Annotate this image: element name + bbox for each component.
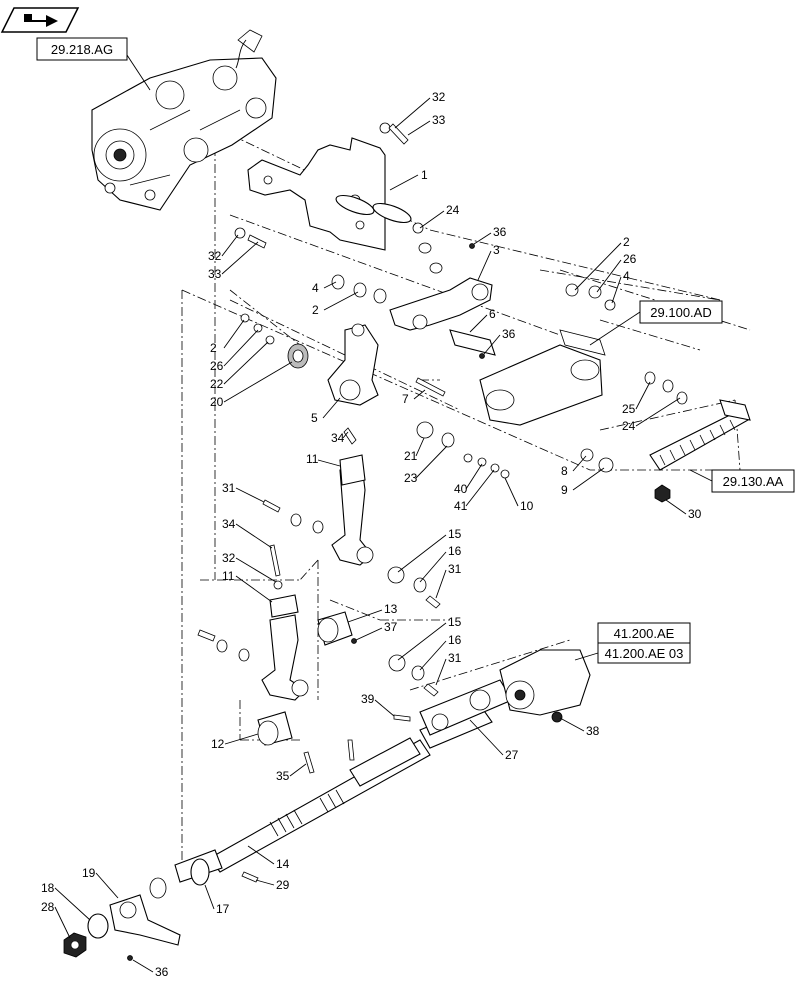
callout: 26	[623, 252, 637, 266]
callout: 2	[623, 235, 630, 249]
callout: 35	[276, 769, 290, 783]
spring-rod	[649, 399, 751, 471]
callout: 3	[493, 243, 500, 257]
callout: 17	[216, 902, 230, 916]
callout: 24	[622, 419, 636, 433]
svg-text:41.200.AE: 41.200.AE	[614, 626, 675, 641]
callout: 15	[448, 615, 462, 629]
callout: 34	[331, 431, 345, 445]
callout: 13	[384, 602, 398, 616]
svg-text:29.100.AD: 29.100.AD	[650, 305, 711, 320]
callout: 7	[402, 392, 409, 406]
clamp-13	[317, 611, 353, 646]
steering-shaft	[174, 704, 493, 883]
callout: 32	[222, 551, 236, 565]
callout-labels: 32 33 1 24 36 3 32 33 2 26 4 4 2 6 36 2 …	[41, 90, 702, 979]
callout: 36	[155, 965, 169, 979]
mounting-bracket	[247, 137, 412, 251]
callout: 22	[210, 377, 224, 391]
callout: 10	[520, 499, 534, 513]
callout: 16	[448, 633, 462, 647]
nut-28	[63, 932, 87, 958]
universal-joint	[419, 679, 513, 736]
callout: 31	[448, 562, 462, 576]
callout: 21	[404, 449, 418, 463]
svg-text:29.218.AG: 29.218.AG	[51, 42, 113, 57]
svg-text:41.200.AE 03: 41.200.AE 03	[605, 646, 684, 661]
callout: 40	[454, 482, 468, 496]
callout: 19	[82, 866, 96, 880]
callout: 33	[432, 113, 446, 127]
callout: 29	[276, 878, 290, 892]
spindle	[109, 894, 181, 946]
callout: 31	[222, 481, 236, 495]
callout: 36	[502, 327, 516, 341]
steering-motor	[499, 649, 591, 723]
callout: 4	[312, 281, 319, 295]
steering-arm	[327, 323, 379, 406]
callout: 33	[208, 267, 222, 281]
callout: 4	[623, 269, 630, 283]
callout: 6	[489, 307, 496, 321]
callout: 31	[448, 651, 462, 665]
washer-17	[190, 858, 210, 886]
callout: 39	[361, 692, 375, 706]
callout: 11	[306, 452, 319, 466]
callout: 25	[622, 402, 636, 416]
arrow-right-icon[interactable]	[0, 7, 80, 33]
reference-29-100-ad[interactable]: 29.100.AD	[639, 300, 723, 324]
reference-41-200-ae[interactable]: 41.200.AE	[597, 622, 691, 644]
callout: 12	[211, 737, 225, 751]
svg-text:29.130.AA: 29.130.AA	[723, 474, 784, 489]
callout: 14	[276, 857, 290, 871]
callout: 2	[312, 303, 319, 317]
callout: 37	[384, 620, 398, 634]
callout: 2	[210, 341, 217, 355]
callout: 15	[448, 527, 462, 541]
reference-29-218-ag[interactable]: 29.218.AG	[36, 37, 128, 61]
callout: 18	[41, 881, 55, 895]
callout: 38	[586, 724, 600, 738]
callout: 26	[210, 359, 224, 373]
hydraulic-pump	[91, 29, 277, 211]
callout: 20	[210, 395, 224, 409]
callout: 9	[561, 483, 568, 497]
callout: 41	[454, 499, 468, 513]
callout: 1	[421, 168, 428, 182]
clamp-12	[257, 711, 293, 746]
lower-yoke	[261, 594, 309, 701]
callout: 27	[505, 748, 519, 762]
callout: 32	[432, 90, 446, 104]
small-hardware	[127, 122, 688, 961]
upper-yoke	[331, 454, 374, 566]
callout: 11	[222, 569, 235, 583]
callout: 24	[446, 203, 460, 217]
callout: 23	[404, 471, 418, 485]
cylinder-assembly	[479, 329, 606, 426]
callout: 34	[222, 517, 236, 531]
callout: 30	[688, 507, 702, 521]
lever-assembly	[389, 277, 496, 356]
reference-29-130-aa[interactable]: 29.130.AA	[711, 469, 795, 493]
callout: 36	[493, 225, 507, 239]
washer-18	[87, 913, 109, 939]
callout: 28	[41, 900, 55, 914]
callout: 5	[311, 411, 318, 425]
callout: 16	[448, 544, 462, 558]
callout: 32	[208, 249, 222, 263]
reference-41-200-ae-03[interactable]: 41.200.AE 03	[597, 642, 691, 664]
bearing-20	[287, 343, 309, 369]
callout: 8	[561, 464, 568, 478]
